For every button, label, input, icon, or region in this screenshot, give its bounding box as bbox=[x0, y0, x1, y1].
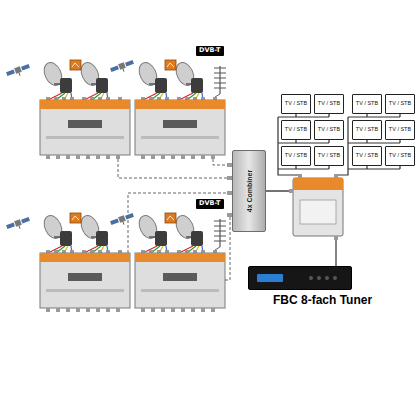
tv-stb-monitor: TV / STB bbox=[385, 120, 415, 140]
multiswitch-unit bbox=[40, 213, 130, 312]
tv-stb-monitor: TV / STB bbox=[281, 94, 311, 114]
tv-stb-monitor: TV / STB bbox=[314, 146, 344, 166]
satellite-icon bbox=[110, 59, 136, 76]
node-label: TV / STB bbox=[389, 101, 411, 107]
combiner-box: 4x Combiner bbox=[232, 150, 266, 232]
tv-stb-monitor: TV / STB bbox=[281, 146, 311, 166]
dvbt-logo: DVB-T bbox=[196, 46, 224, 56]
tv-stb-monitor: TV / STB bbox=[314, 120, 344, 140]
node-label: 4x Combiner bbox=[246, 170, 253, 212]
dvbt-antenna bbox=[214, 219, 226, 250]
satellite-icon bbox=[110, 212, 136, 229]
node-label: TV / STB bbox=[318, 101, 340, 107]
tuner-button bbox=[309, 276, 313, 280]
tuner-button bbox=[333, 276, 337, 280]
tv-stb-monitor: TV / STB bbox=[314, 94, 344, 114]
multiswitch-unit bbox=[40, 60, 130, 159]
multiswitch-unit bbox=[135, 60, 225, 159]
node-label: TV / STB bbox=[356, 127, 378, 133]
device-caption: FBC 8-fach Tuner bbox=[273, 294, 372, 307]
tuner-display bbox=[257, 274, 283, 282]
node-label: TV / STB bbox=[318, 153, 340, 159]
multiswitch-unit bbox=[135, 213, 225, 312]
node-label: TV / STB bbox=[318, 127, 340, 133]
tv-stb-monitor: TV / STB bbox=[281, 120, 311, 140]
tuner-button bbox=[317, 276, 321, 280]
tv-wires bbox=[278, 114, 400, 178]
coax-dashed-wires bbox=[118, 159, 230, 280]
tuner-button bbox=[325, 276, 329, 280]
node-label: TV / STB bbox=[285, 153, 307, 159]
satellite-icon bbox=[6, 216, 32, 233]
splitter-device bbox=[289, 174, 343, 240]
node-label: TV / STB bbox=[389, 153, 411, 159]
tv-stb-monitor: TV / STB bbox=[385, 146, 415, 166]
tv-stb-monitor: TV / STB bbox=[352, 120, 382, 140]
tv-stb-monitor: TV / STB bbox=[385, 94, 415, 114]
node-label: TV / STB bbox=[285, 127, 307, 133]
node-label: TV / STB bbox=[389, 127, 411, 133]
receiver-box: FBC 8-fach Tuner bbox=[248, 266, 352, 290]
tv-stb-monitor: TV / STB bbox=[352, 94, 382, 114]
node-label: TV / STB bbox=[285, 101, 307, 107]
dvbt-logo: DVB-T bbox=[196, 199, 224, 209]
node-label: TV / STB bbox=[356, 153, 378, 159]
node-label: TV / STB bbox=[356, 101, 378, 107]
dvbt-antenna bbox=[214, 66, 226, 97]
satellite-icon bbox=[6, 63, 32, 80]
tv-stb-monitor: TV / STB bbox=[352, 146, 382, 166]
